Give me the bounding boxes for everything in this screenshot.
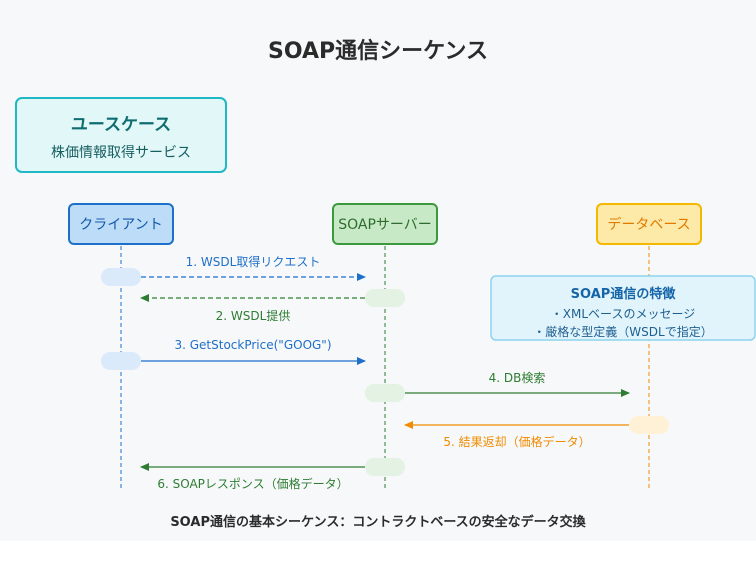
use-case-heading: ユースケース [71, 115, 171, 135]
feature-item: ・厳格な型定義（WSDLで指定） [533, 324, 712, 339]
client-activation [101, 268, 141, 286]
feature-item: ・XMLベースのメッセージ [551, 307, 695, 321]
server-activation [365, 289, 405, 307]
actor-server-label: SOAPサーバー [338, 217, 432, 233]
features-heading: SOAP通信の特徴 [571, 286, 677, 302]
server-activation [365, 384, 405, 402]
actor-client: クライアント [68, 203, 174, 245]
message-label-5: 5. 結果返却（価格データ） [443, 434, 590, 449]
actor-db-label: データベース [607, 216, 690, 233]
message-label-2: 2. WSDL提供 [216, 308, 291, 323]
features-box: SOAP通信の特徴 ・XMLベースのメッセージ ・厳格な型定義（WSDLで指定） [490, 275, 756, 341]
message-label-6: 6. SOAPレスポンス（価格データ） [157, 476, 348, 491]
message-label-3: 3. GetStockPrice("GOOG") [174, 338, 331, 352]
use-case-description: 株価情報取得サービス [51, 144, 191, 161]
server-activation [365, 458, 405, 476]
message-label-1: 1. WSDL取得リクエスト [186, 254, 321, 269]
message-label-4: 4. DB検索 [489, 371, 546, 385]
actor-server: SOAPサーバー [332, 203, 438, 245]
client-activation [101, 352, 141, 370]
db-activation [629, 416, 669, 434]
use-case-box: ユースケース 株価情報取得サービス [15, 97, 227, 173]
page-title: SOAP通信シーケンス [268, 38, 488, 64]
diagram-caption: SOAP通信の基本シーケンス：コントラクトベースの安全なデータ交換 [170, 514, 586, 530]
actor-client-label: クライアント [79, 217, 162, 233]
actor-db: データベース [596, 203, 702, 245]
